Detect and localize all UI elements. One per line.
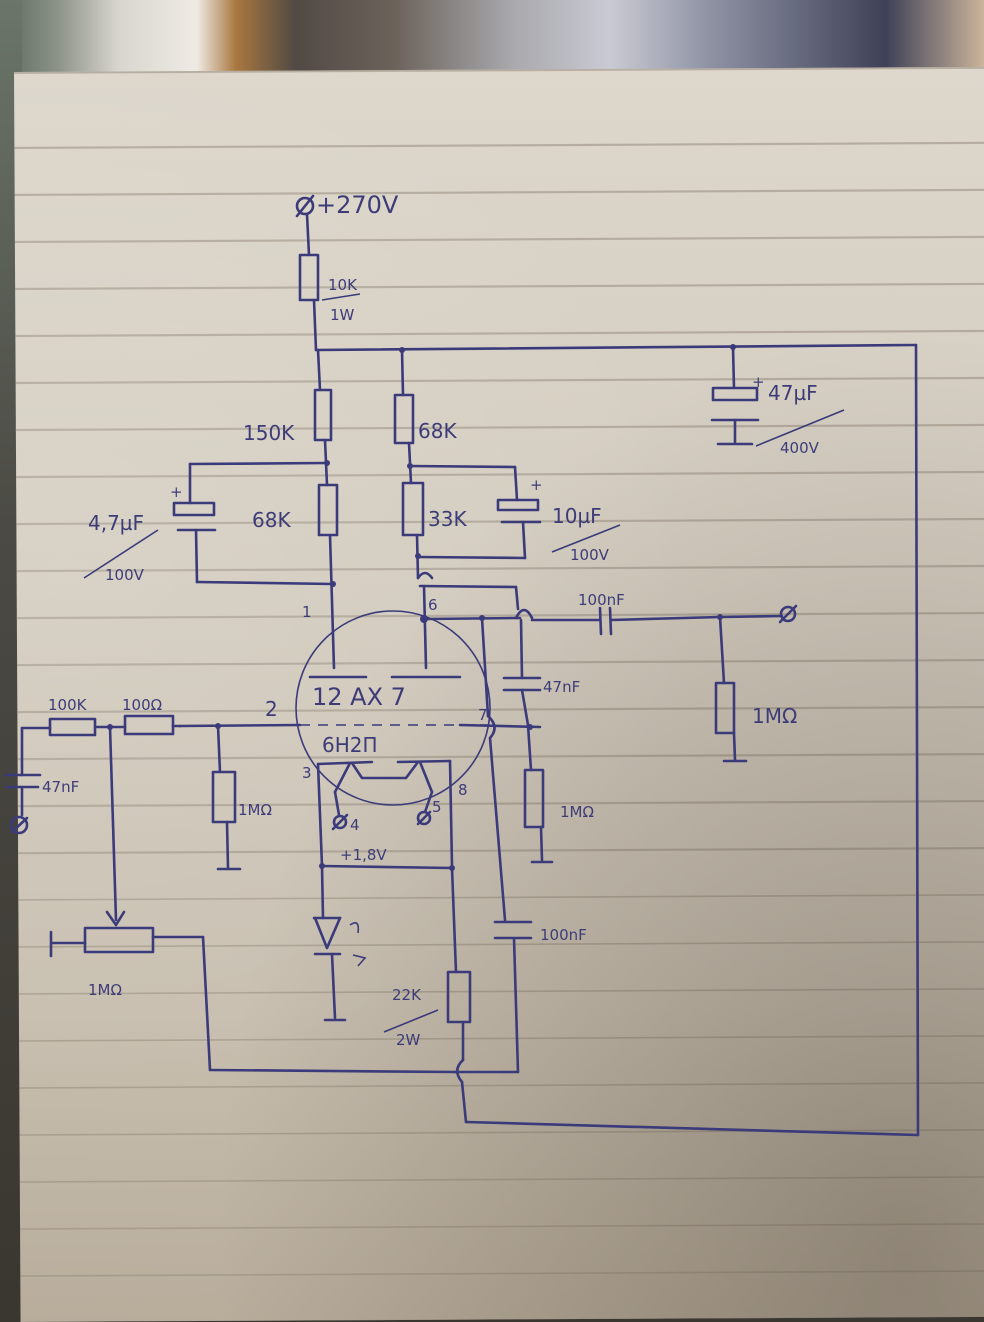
capacitor-4-7uf-100v: + 4,7µF 100V (83, 461, 335, 586)
svg-text:+: + (530, 476, 543, 494)
cap-value-label: 100nF (540, 926, 587, 944)
light-emission-icon (349, 922, 367, 967)
pin-5-label: 5 (432, 798, 442, 816)
resistor-body-icon (313, 388, 333, 442)
cap-rating-label: 400V (780, 439, 820, 457)
input-terminal-icon (9, 815, 29, 835)
resistor-rating-label: 1W (330, 306, 355, 324)
resistor-body-icon (446, 970, 472, 1024)
vacuum-tube-12ax7: 12 AX 7 6H2П (295, 610, 491, 806)
cap-rating-label: 100V (570, 546, 610, 564)
wiper-arrow-icon (105, 910, 126, 927)
capacitor-100nf-output: 100nF (578, 591, 784, 636)
pin-4-label: 4 (350, 816, 360, 834)
resistor-1m-output: 1MΩ (714, 615, 797, 763)
svg-text:+: + (752, 373, 765, 391)
resistor-value-label: 150K (243, 421, 295, 445)
capacitor-100nf-bottom: 100nF (453, 920, 587, 1074)
pin-1-label: 1 (302, 603, 312, 621)
pot-value-label: 1MΩ (88, 981, 122, 999)
pin-8-label: 8 (458, 781, 468, 799)
output-terminal (778, 604, 798, 624)
resistor-10k-supply: 10K 1W (298, 212, 361, 352)
resistor-100ohm-input: 100Ω (95, 696, 182, 736)
capacitor-47uf-400v: + 47µF 400V (710, 345, 845, 457)
cap-value-label: 100nF (578, 591, 625, 609)
resistor-value-label: 100Ω (122, 696, 162, 714)
resistor-body-icon (401, 481, 425, 537)
resistor-value-label: 1MΩ (752, 704, 797, 728)
resistor-body-icon (48, 717, 97, 737)
grid-2-input: 2 (178, 697, 302, 729)
resistor-body-icon (317, 483, 339, 537)
heater-voltage-label: +1,8V (340, 846, 387, 864)
capacitor-47nf-input: 47nF (3, 726, 79, 835)
resistor-value-label: 68K (418, 419, 457, 443)
resistor-body-icon (523, 768, 545, 829)
terminal-circle-icon (295, 196, 315, 216)
cap-rating-label: 100V (105, 566, 145, 584)
tube-envelope-icon (295, 610, 491, 806)
b-plus-rail (314, 343, 920, 1137)
resistor-1m-grid-leak: 1MΩ (211, 724, 272, 871)
resistor-68k-left: 68K (252, 483, 339, 670)
resistor-value-label: 33K (428, 507, 467, 531)
pin-7-label: 7 (478, 706, 488, 724)
wire-crossover-icon (416, 571, 434, 580)
supply-voltage-label: +270V (316, 191, 399, 219)
resistor-value-label: 10K (328, 276, 358, 294)
resistor-150k: 150K (243, 348, 333, 487)
background-objects (0, 0, 984, 80)
electrolytic-plate-icon (172, 501, 216, 517)
resistor-33k-right: 33K (401, 481, 467, 670)
pin-2-label: 2 (265, 697, 278, 721)
grid-7-network (458, 616, 542, 922)
resistor-100k-input: 100K (20, 696, 97, 737)
resistor-body-icon (83, 926, 155, 954)
cathode-heater-icon (316, 759, 452, 794)
resistor-body-icon (298, 253, 320, 302)
resistor-body-icon (714, 681, 736, 735)
cap-value-label: 10µF (552, 504, 602, 528)
electrolytic-plate-icon (496, 498, 540, 512)
resistor-value-label: 100K (48, 696, 88, 714)
diode-triangle-icon (313, 916, 342, 950)
potentiometer-1m: 1MΩ (49, 725, 457, 1074)
resistor-value-label: 1MΩ (238, 801, 272, 819)
tube-alt-type-label: 6H2П (322, 733, 378, 757)
resistor-22k-2w: 22K 2W (383, 866, 472, 1124)
tube-type-label: 12 AX 7 (312, 683, 406, 711)
plate-6-node: 6 (418, 584, 602, 623)
cap-value-label: 47nF (42, 778, 79, 796)
heater-pin-4-icon (332, 814, 348, 830)
pin-6-label: 6 (428, 596, 438, 614)
resistor-body-icon (211, 770, 237, 824)
cathode-heater-network: 3 8 7 4 5 +1,8V (302, 706, 488, 871)
resistor-rating-label: 2W (396, 1031, 421, 1049)
cap-value-label: 4,7µF (88, 511, 144, 535)
resistor-1m-grid7: 1MΩ (523, 723, 594, 864)
resistor-body-icon (393, 393, 415, 445)
capacitor-47nf-mid: 47nF (502, 618, 580, 727)
supply-terminal: +270V (295, 191, 399, 219)
resistor-value-label: 68K (252, 508, 291, 532)
svg-text:+: + (170, 483, 183, 501)
heater-pin-5-icon (416, 810, 432, 826)
wire-crossover-icon (455, 1058, 465, 1084)
resistor-body-icon (123, 714, 175, 736)
capacitor-10uf-100v: + 10µF 100V (408, 464, 621, 564)
cap-value-label: 47µF (768, 381, 818, 405)
resistor-value-label: 1MΩ (560, 803, 594, 821)
terminal-circle-icon (779, 605, 797, 623)
resistor-68k-right: 68K (393, 348, 457, 485)
led (312, 864, 367, 1022)
electrolytic-plate-icon (711, 386, 759, 402)
resistor-value-label: 22K (392, 986, 422, 1004)
pin-3-label: 3 (302, 764, 312, 782)
cap-value-label: 47nF (543, 678, 580, 696)
